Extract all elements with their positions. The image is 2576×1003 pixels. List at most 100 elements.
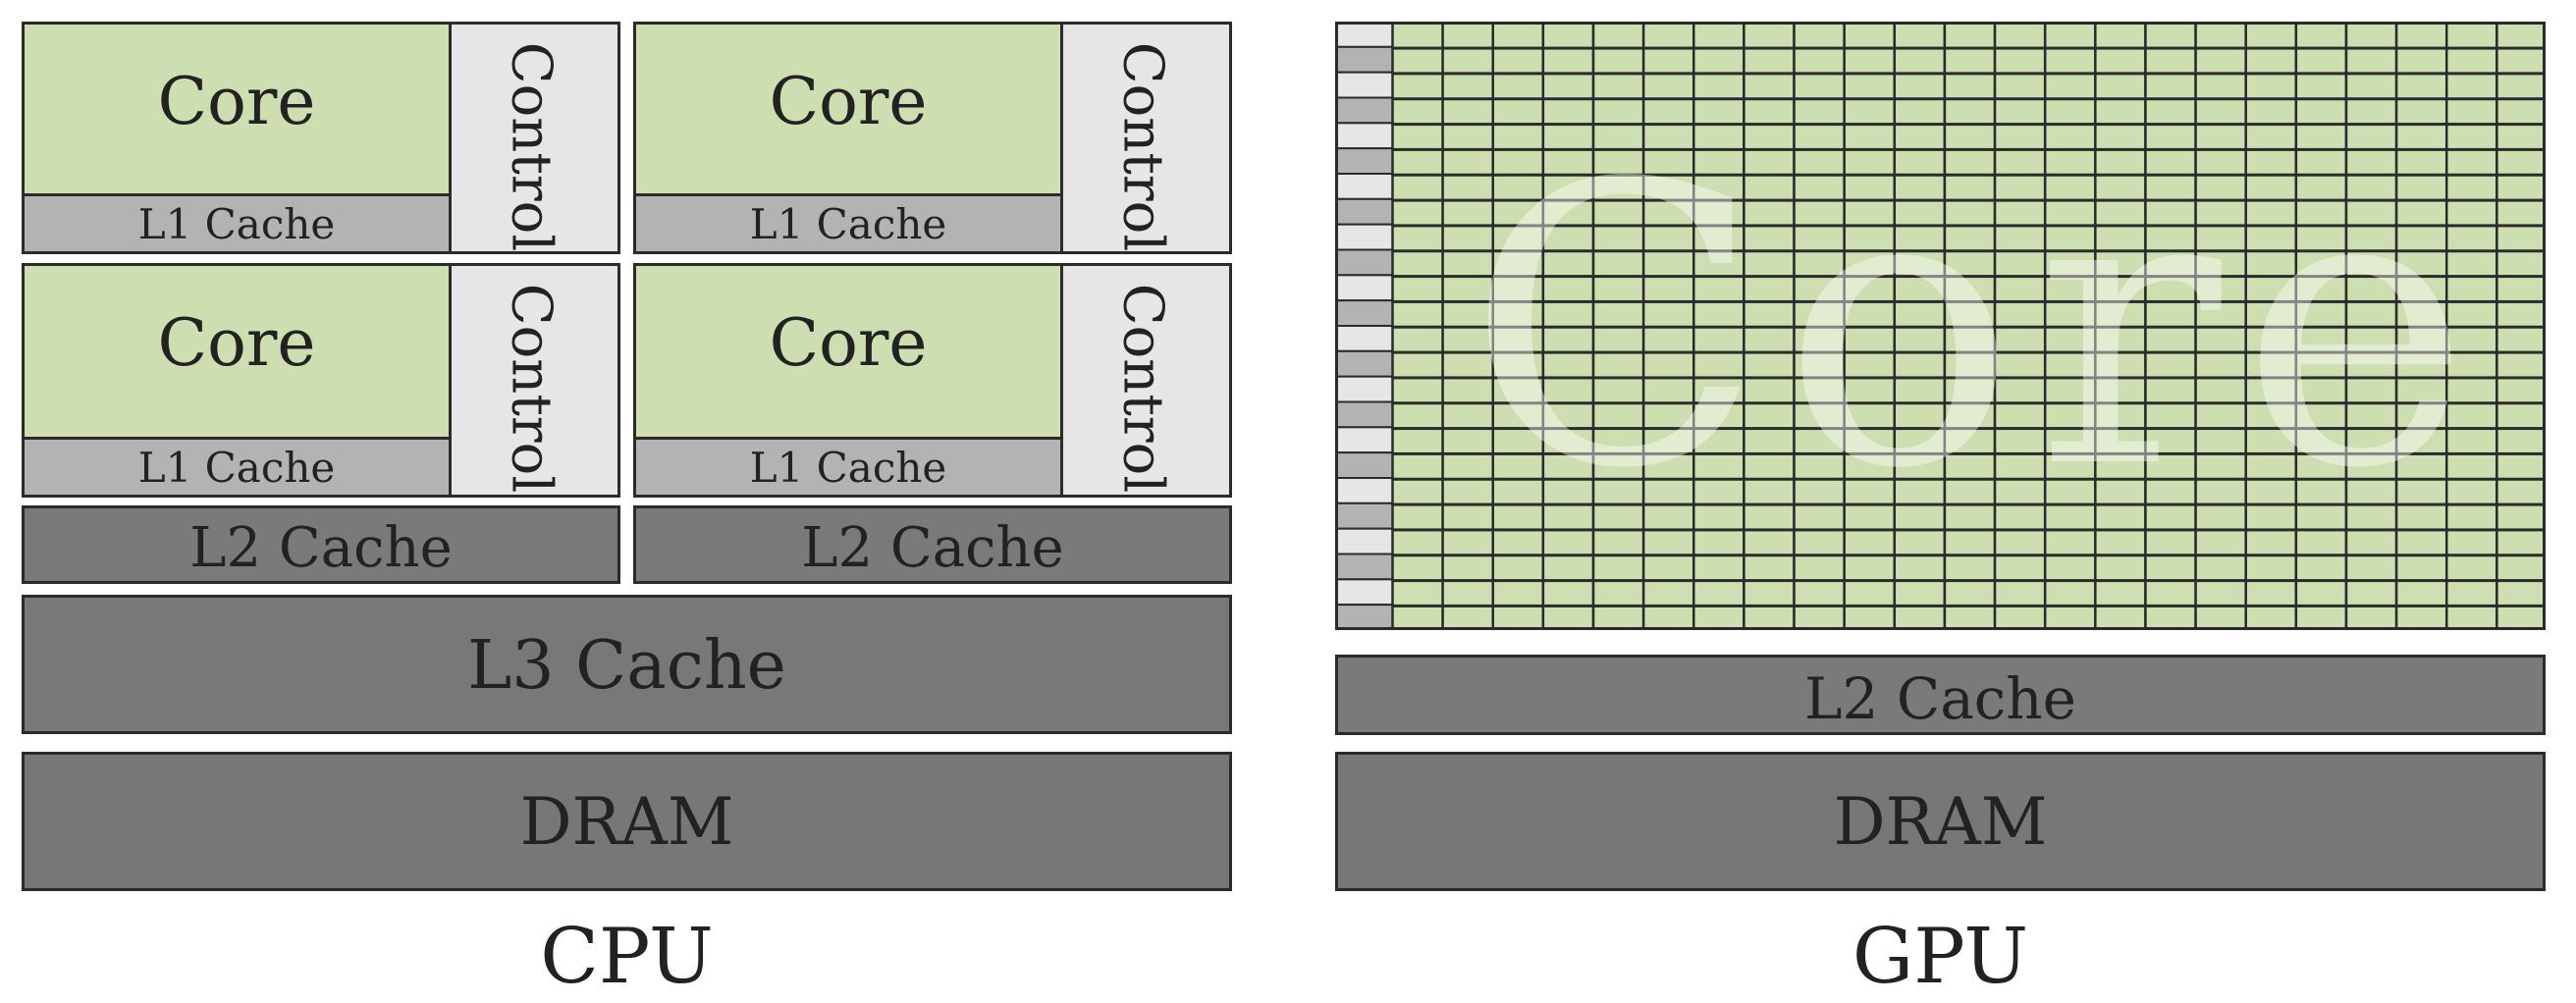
gpu-core-cell <box>2444 249 2498 278</box>
gpu-core-cell <box>2294 554 2348 582</box>
gpu-core-cell <box>2496 300 2546 329</box>
gpu-core-cell <box>2194 22 2247 50</box>
gpu-core-cell <box>1993 401 2047 430</box>
gpu-core-grid: Core <box>1335 22 2546 630</box>
gpu-core-cell <box>2496 199 2546 227</box>
gpu-core-cell <box>1591 47 1645 75</box>
gpu-core-cell <box>2043 72 2097 100</box>
cpu-l1-cache-3-label: L1 Cache <box>137 444 336 492</box>
gpu-core-cell <box>1692 47 1745 75</box>
gpu-control-cell <box>1335 349 1394 378</box>
gpu-core-cell <box>2496 351 2546 379</box>
gpu-core-cell <box>1743 326 1796 354</box>
gpu-core-cell <box>2194 148 2247 177</box>
gpu-core-cell <box>1491 249 1545 278</box>
gpu-core-cell <box>2043 376 2097 404</box>
gpu-core-cell <box>2394 579 2448 607</box>
gpu-core-cell <box>1893 452 1947 481</box>
gpu-core-cell <box>1743 224 1796 252</box>
gpu-core-cell <box>2496 605 2546 630</box>
gpu-core-cell <box>2244 22 2298 50</box>
gpu-core-cell <box>2496 148 2546 177</box>
gpu-control-cell <box>1335 451 1394 479</box>
gpu-core-cell <box>1943 72 1997 100</box>
gpu-core-cell <box>2444 224 2498 252</box>
gpu-core-cell <box>2294 174 2348 202</box>
gpu-core-cell <box>1843 376 1897 404</box>
gpu-core-cell <box>1993 72 2047 100</box>
gpu-core-cell <box>2294 148 2348 177</box>
gpu-core-cell <box>1893 528 1947 556</box>
gpu-core-cell <box>2144 72 2197 100</box>
gpu-core-cell <box>2094 427 2147 455</box>
gpu-l2-cache-label: L2 Cache <box>1804 665 2076 732</box>
gpu-core-cell <box>1541 554 1595 582</box>
gpu-core-cell <box>1743 579 1796 607</box>
gpu-core-cell <box>2144 22 2197 50</box>
gpu-core-cell <box>2496 275 2546 303</box>
gpu-core-cell <box>2094 174 2147 202</box>
gpu-core-cell <box>2244 554 2298 582</box>
gpu-core-cell <box>2144 579 2197 607</box>
cpu-core-3: Core <box>22 263 452 440</box>
gpu-core-cell <box>1391 503 1444 531</box>
gpu-core-cell <box>2244 72 2298 100</box>
cpu-core-3-label: Core <box>157 305 316 381</box>
cpu-core-2: Core <box>633 22 1063 196</box>
gpu-core-cell <box>2496 427 2546 455</box>
gpu-core-cell <box>2496 174 2546 202</box>
gpu-core-cell <box>2194 503 2247 531</box>
gpu-core-cell <box>1591 503 1645 531</box>
gpu-core-cell <box>2294 351 2348 379</box>
gpu-core-cell <box>1993 300 2047 329</box>
gpu-core-cell <box>1743 249 1796 278</box>
gpu-core-cell <box>1843 72 1897 100</box>
gpu-core-cell <box>2094 579 2147 607</box>
gpu-core-cell <box>1641 478 1695 506</box>
gpu-core-cell <box>1993 249 2047 278</box>
gpu-core-watermark: Core <box>1467 102 2491 554</box>
gpu-core-cell <box>2144 224 2197 252</box>
gpu-core-cell <box>1391 275 1444 303</box>
gpu-core-cell <box>2496 554 2546 582</box>
gpu-core-cell <box>1893 224 1947 252</box>
gpu-core-cell <box>1541 249 1595 278</box>
gpu-core-cell <box>1441 554 1495 582</box>
gpu-core-cell <box>1993 605 2047 630</box>
gpu-core-cell <box>1943 326 1997 354</box>
gpu-core-cell <box>2194 528 2247 556</box>
cpu-dram: DRAM <box>22 752 1232 891</box>
cpu-l3-cache: L3 Cache <box>22 595 1232 734</box>
gpu-core-cell <box>1943 22 1997 50</box>
gpu-core-cell <box>2294 605 2348 630</box>
gpu-core-cell <box>1793 376 1846 404</box>
gpu-core-cell <box>1591 554 1645 582</box>
gpu-core-cell <box>1441 376 1495 404</box>
gpu-control-cell <box>1335 274 1394 302</box>
gpu-core-cell <box>2094 605 2147 630</box>
gpu-core-cell <box>2043 123 2097 151</box>
gpu-core-cell <box>2444 554 2498 582</box>
cpu-l3-cache-label: L3 Cache <box>467 627 786 705</box>
gpu-core-cell <box>1943 579 1997 607</box>
gpu-core-cell <box>1391 300 1444 329</box>
gpu-core-cell <box>1491 605 1545 630</box>
gpu-core-cell <box>2496 72 2546 100</box>
gpu-core-cell <box>1692 22 1745 50</box>
gpu-core-cell <box>1743 427 1796 455</box>
gpu-core-cell <box>1692 554 1745 582</box>
gpu-core-cell <box>2244 605 2298 630</box>
gpu-core-cell <box>1843 554 1897 582</box>
gpu-core-cell <box>2043 300 2097 329</box>
gpu-control-cell <box>1335 375 1394 403</box>
gpu-core-cell <box>2496 97 2546 126</box>
gpu-core-cell <box>1541 275 1595 303</box>
gpu-core-cell <box>2496 401 2546 430</box>
gpu-core-cell <box>2043 351 2097 379</box>
gpu-core-cell <box>2294 22 2348 50</box>
cpu-caption: CPU <box>540 913 714 1001</box>
gpu-core-cell <box>2344 72 2398 100</box>
gpu-core-cell <box>2344 427 2398 455</box>
gpu-core-cell <box>1541 47 1595 75</box>
gpu-core-cell <box>1843 22 1897 50</box>
